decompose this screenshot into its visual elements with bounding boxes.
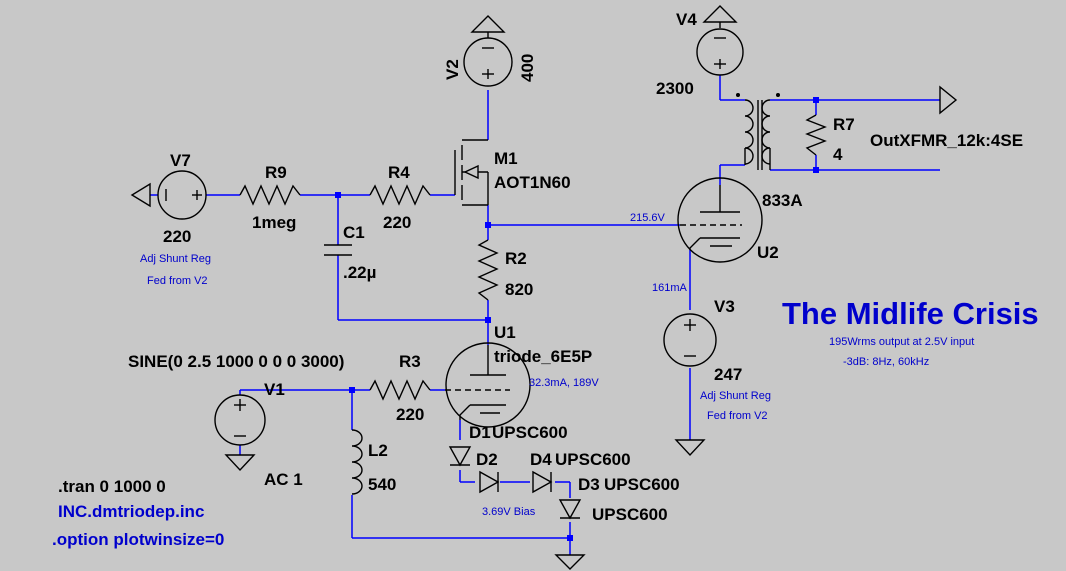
- resistor-r9[interactable]: [239, 184, 301, 206]
- v7-value: 220: [163, 227, 191, 246]
- v4-value: 2300: [656, 79, 694, 98]
- v1-ac: AC 1: [264, 470, 303, 489]
- resistor-r3[interactable]: [369, 379, 431, 401]
- l2-value: 540: [368, 475, 396, 494]
- directive-include: INC.dmtriodep.inc: [58, 502, 204, 521]
- source-v4[interactable]: [696, 5, 744, 76]
- source-v7[interactable]: [130, 170, 207, 220]
- d2-name: D2: [476, 450, 498, 469]
- xfmr-value: OutXFMR_12k:4SE: [870, 131, 1023, 150]
- directive-option: .option plotwinsize=0: [52, 530, 224, 549]
- r3-value: 220: [396, 405, 424, 424]
- source-v3[interactable]: [663, 313, 717, 457]
- v7-note1: Adj Shunt Reg: [140, 253, 211, 265]
- diode-d3[interactable]: [558, 499, 582, 520]
- d3-value: UPSC600: [604, 475, 680, 494]
- bottom-ground-icon: [554, 554, 586, 570]
- inductor-l2[interactable]: [351, 429, 363, 495]
- subtitle-line-2: -3dB: 8Hz, 60kHz: [843, 356, 929, 368]
- l2-name: L2: [368, 441, 388, 460]
- u1-op: 32.3mA, 189V: [529, 377, 599, 389]
- v2-value: 400: [518, 54, 537, 82]
- triode-u2[interactable]: [677, 177, 763, 263]
- u1-name: U1: [494, 323, 516, 342]
- d5-value: UPSC600: [592, 505, 668, 524]
- v1-ground-icon: [224, 454, 256, 472]
- r2-value: 820: [505, 280, 533, 299]
- mosfet-m1[interactable]: [454, 139, 489, 206]
- m1-name: M1: [494, 149, 518, 168]
- v7-note2: Fed from V2: [147, 275, 208, 287]
- v4-arrow-icon: [702, 5, 738, 23]
- subtitle-line-1: 195Wrms output at 2.5V input: [829, 336, 974, 348]
- r4-value: 220: [383, 213, 411, 232]
- diode-d1[interactable]: [448, 446, 472, 467]
- d3-name: D3: [578, 475, 600, 494]
- source-v2[interactable]: [463, 15, 513, 87]
- u2-name: U2: [757, 243, 779, 262]
- plate-voltage: 215.6V: [630, 212, 666, 224]
- triode-u1[interactable]: [445, 342, 531, 428]
- v2-name: V2: [443, 59, 462, 80]
- r2-name: R2: [505, 249, 527, 268]
- output-transformer[interactable]: [736, 85, 958, 170]
- r9-value: 1meg: [252, 213, 296, 232]
- d1-value: UPSC600: [492, 423, 568, 442]
- diode-d4[interactable]: [532, 470, 553, 494]
- page-title: The Midlife Crisis: [782, 296, 1039, 331]
- r4-name: R4: [388, 163, 410, 182]
- r7-value: 4: [833, 145, 843, 164]
- d1-name: D1: [469, 423, 491, 442]
- v3-note1: Adj Shunt Reg: [700, 390, 771, 402]
- v4-name: V4: [676, 10, 697, 29]
- capacitor-c1[interactable]: [324, 244, 352, 256]
- v3-value: 247: [714, 365, 742, 384]
- directive-tran: .tran 0 1000 0: [58, 477, 166, 496]
- r7-name: R7: [833, 115, 855, 134]
- resistor-r2[interactable]: [477, 239, 499, 301]
- v7-name: V7: [170, 151, 191, 170]
- plate-current: 161mA: [652, 282, 688, 294]
- d4-name: D4: [530, 450, 552, 469]
- v1-name: V1: [264, 380, 285, 399]
- r3-name: R3: [399, 352, 421, 371]
- output-arrow-icon: [939, 85, 958, 115]
- v3-note2: Fed from V2: [707, 410, 768, 422]
- d4-value: UPSC600: [555, 450, 631, 469]
- wires: [150, 75, 940, 555]
- v2-arrow-icon: [470, 15, 506, 33]
- diode-d2[interactable]: [479, 470, 500, 494]
- c1-value: .22µ: [343, 263, 376, 282]
- v3-name: V3: [714, 297, 735, 316]
- u1-value: triode_6E5P: [494, 347, 592, 366]
- u2-value: 833A: [762, 191, 803, 210]
- m1-value: AOT1N60: [494, 173, 571, 192]
- v7-arrow-icon: [130, 182, 151, 208]
- v3-ground-icon: [674, 439, 706, 457]
- resistor-r4[interactable]: [369, 184, 431, 206]
- resistor-r7[interactable]: [805, 114, 827, 156]
- r9-name: R9: [265, 163, 287, 182]
- junctions: [335, 97, 819, 541]
- c1-name: C1: [343, 223, 365, 242]
- source-v1[interactable]: [214, 394, 266, 472]
- bias-note: 3.69V Bias: [482, 506, 536, 518]
- v1-source: SINE(0 2.5 1000 0 0 0 3000): [128, 352, 344, 371]
